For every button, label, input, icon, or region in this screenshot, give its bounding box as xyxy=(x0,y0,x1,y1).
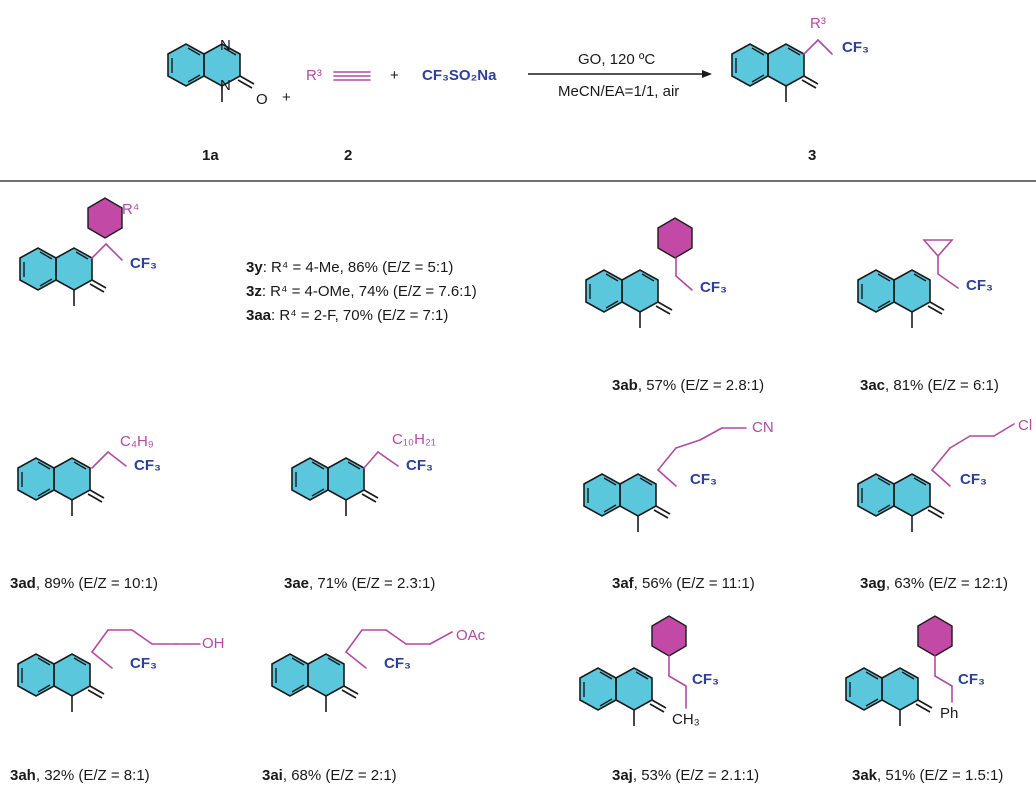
3ah-caption: , 32% (E/Z = 8:1) xyxy=(36,767,150,784)
3ad-caption: , 89% (E/Z = 10:1) xyxy=(36,575,158,592)
reactant-1a-label: 1a xyxy=(202,147,219,164)
3ag-substituent: Cl xyxy=(1018,417,1032,434)
compound-3ab: CF₃ 3ab, 57% (E/Z = 2.8:1) xyxy=(585,217,764,394)
3aj-caption: , 53% (E/Z = 2.1:1) xyxy=(633,767,759,784)
plus-sign-2: + xyxy=(390,67,399,84)
reactant-1a-n-top: N xyxy=(220,37,231,54)
compound-3ag: Cl CF₃ 3ag, 63% (E/Z = 12:1) xyxy=(857,417,1032,592)
compound-3ah: OH CF₃ 3ah, 32% (E/Z = 8:1) xyxy=(10,629,225,784)
svg-text:3ai, 68% (E/Z = 2:1): 3ai, 68% (E/Z = 2:1) xyxy=(262,767,397,784)
compound-3ak: CF₃ Ph 3ak, 51% (E/Z = 1.5:1) xyxy=(845,615,1003,784)
3af-caption: , 56% (E/Z = 11:1) xyxy=(634,575,755,592)
svg-text:3z: R⁴ = 4-OMe, 74% (E/Z = 7.6: 3z: R⁴ = 4-OMe, 74% (E/Z = 7.6:1) xyxy=(246,283,477,300)
reactant-2-label: 2 xyxy=(344,147,352,164)
3ae-cf3: CF₃ xyxy=(406,457,433,474)
3ad-substituent: C₄H₉ xyxy=(120,433,154,450)
3ah-id: 3ah xyxy=(10,767,36,784)
3ak-extra: Ph xyxy=(940,705,958,722)
compound-3ad: C₄H₉ CF₃ 3ad, 89% (E/Z = 10:1) xyxy=(10,433,161,592)
svg-text:3y: R⁴ = 4-Me, 86% (E/Z = 5:1): 3y: R⁴ = 4-Me, 86% (E/Z = 5:1) xyxy=(246,259,453,276)
reagent-cf3so2na: CF₃SO₂Na xyxy=(422,67,497,84)
compound-aryl-series: R⁴ CF₃ 3y: R⁴ = 4-Me, 86% (E/Z = 5:1) 3z… xyxy=(19,197,477,324)
3ak-caption: , 51% (E/Z = 1.5:1) xyxy=(877,767,1003,784)
plus-sign-1: + xyxy=(282,89,291,106)
compound-3aj: CF₃ CH₃ 3aj, 53% (E/Z = 2.1:1) xyxy=(579,615,759,784)
note-3y-id: 3y xyxy=(246,259,263,276)
3ag-cf3: CF₃ xyxy=(960,471,987,488)
aryl-notes: 3y: R⁴ = 4-Me, 86% (E/Z = 5:1) 3z: R⁴ = … xyxy=(246,259,477,324)
aryl-cf3-label: CF₃ xyxy=(130,255,157,272)
3ac-id: 3ac xyxy=(860,377,885,394)
3af-substituent: CN xyxy=(752,419,774,436)
svg-text:3ag, 63% (E/Z = 12:1): 3ag, 63% (E/Z = 12:1) xyxy=(860,575,1008,592)
svg-text:3ac, 81% (E/Z = 6:1): 3ac, 81% (E/Z = 6:1) xyxy=(860,377,999,394)
3ak-cf3: CF₃ xyxy=(958,671,985,688)
3ah-cf3: CF₃ xyxy=(130,655,157,672)
svg-text:3ak, 51% (E/Z = 1.5:1): 3ak, 51% (E/Z = 1.5:1) xyxy=(852,767,1003,784)
3ag-id: 3ag xyxy=(860,575,886,592)
product-label: 3 xyxy=(808,147,816,164)
compound-3ac: CF₃ 3ac, 81% (E/Z = 6:1) xyxy=(857,239,999,394)
reactant-1a-oxygen: O xyxy=(256,91,268,108)
3af-cf3: CF₃ xyxy=(690,471,717,488)
svg-text:3af, 56% (E/Z = 11:1): 3af, 56% (E/Z = 11:1) xyxy=(612,575,755,592)
3ag-caption: , 63% (E/Z = 12:1) xyxy=(886,575,1008,592)
svg-text:3ae, 71% (E/Z = 2.3:1): 3ae, 71% (E/Z = 2.3:1) xyxy=(284,575,435,592)
note-3z-text: : R⁴ = 4-OMe, 74% (E/Z = 7.6:1) xyxy=(262,283,477,300)
3ae-caption: , 71% (E/Z = 2.3:1) xyxy=(309,575,435,592)
3aj-extra: CH₃ xyxy=(672,711,700,728)
3aj-cf3: CF₃ xyxy=(692,671,719,688)
3ad-cf3: CF₃ xyxy=(134,457,161,474)
compound-3ae: C₁₀H₂₁ CF₃ 3ae, 71% (E/Z = 2.3:1) xyxy=(284,431,436,592)
conditions-top: GO, 120 ºC xyxy=(578,51,655,68)
svg-text:3aj, 53% (E/Z = 2.1:1): 3aj, 53% (E/Z = 2.1:1) xyxy=(612,767,759,784)
note-3aa-text: : R⁴ = 2-F, 70% (E/Z = 7:1) xyxy=(271,307,448,324)
product-3: R³ CF₃ 3 xyxy=(731,15,869,164)
3aj-id: 3aj xyxy=(612,767,633,784)
3ai-substituent: OAc xyxy=(456,627,486,644)
reactant-2-r-label: R³ xyxy=(306,67,322,84)
svg-text:3ab, 57% (E/Z = 2.8:1): 3ab, 57% (E/Z = 2.8:1) xyxy=(612,377,764,394)
note-3z-id: 3z xyxy=(246,283,262,300)
note-3y-text: : R⁴ = 4-Me, 86% (E/Z = 5:1) xyxy=(263,259,454,276)
3ae-id: 3ae xyxy=(284,575,309,592)
3ac-caption: , 81% (E/Z = 6:1) xyxy=(885,377,999,394)
conditions-bottom: MeCN/EA=1/1, air xyxy=(558,83,679,100)
3ak-id: 3ak xyxy=(852,767,878,784)
3ai-cf3: CF₃ xyxy=(384,655,411,672)
3ac-cf3: CF₃ xyxy=(966,277,993,294)
svg-text:3ad, 89% (E/Z = 10:1): 3ad, 89% (E/Z = 10:1) xyxy=(10,575,158,592)
reactant-2-alkyne: R³ 2 xyxy=(306,67,371,164)
compound-3af: CN CF₃ 3af, 56% (E/Z = 11:1) xyxy=(583,419,774,592)
compound-3ai: OAc CF₃ 3ai, 68% (E/Z = 2:1) xyxy=(262,627,486,784)
note-3aa-id: 3aa xyxy=(246,307,272,324)
svg-text:3aa: R⁴ = 2-F, 70% (E/Z = 7:1): 3aa: R⁴ = 2-F, 70% (E/Z = 7:1) xyxy=(246,307,448,324)
3ai-caption: , 68% (E/Z = 2:1) xyxy=(283,767,397,784)
3ab-id: 3ab xyxy=(612,377,638,394)
product-r-label: R³ xyxy=(810,15,826,32)
3ad-id: 3ad xyxy=(10,575,36,592)
3ae-substituent: C₁₀H₂₁ xyxy=(392,431,436,448)
product-cf3: CF₃ xyxy=(842,39,869,56)
3ai-id: 3ai xyxy=(262,767,283,784)
3ab-caption: , 57% (E/Z = 2.8:1) xyxy=(638,377,764,394)
svg-text:3ah, 32% (E/Z = 8:1): 3ah, 32% (E/Z = 8:1) xyxy=(10,767,150,784)
reactant-1a-n-bottom: N xyxy=(220,77,231,94)
reaction-arrow xyxy=(528,70,712,78)
3af-id: 3af xyxy=(612,575,635,592)
reactant-1a: N N O 1a xyxy=(167,37,268,164)
aryl-r4-label: R⁴ xyxy=(122,201,139,218)
3ab-cf3: CF₃ xyxy=(700,279,727,296)
3ah-substituent: OH xyxy=(202,635,225,652)
